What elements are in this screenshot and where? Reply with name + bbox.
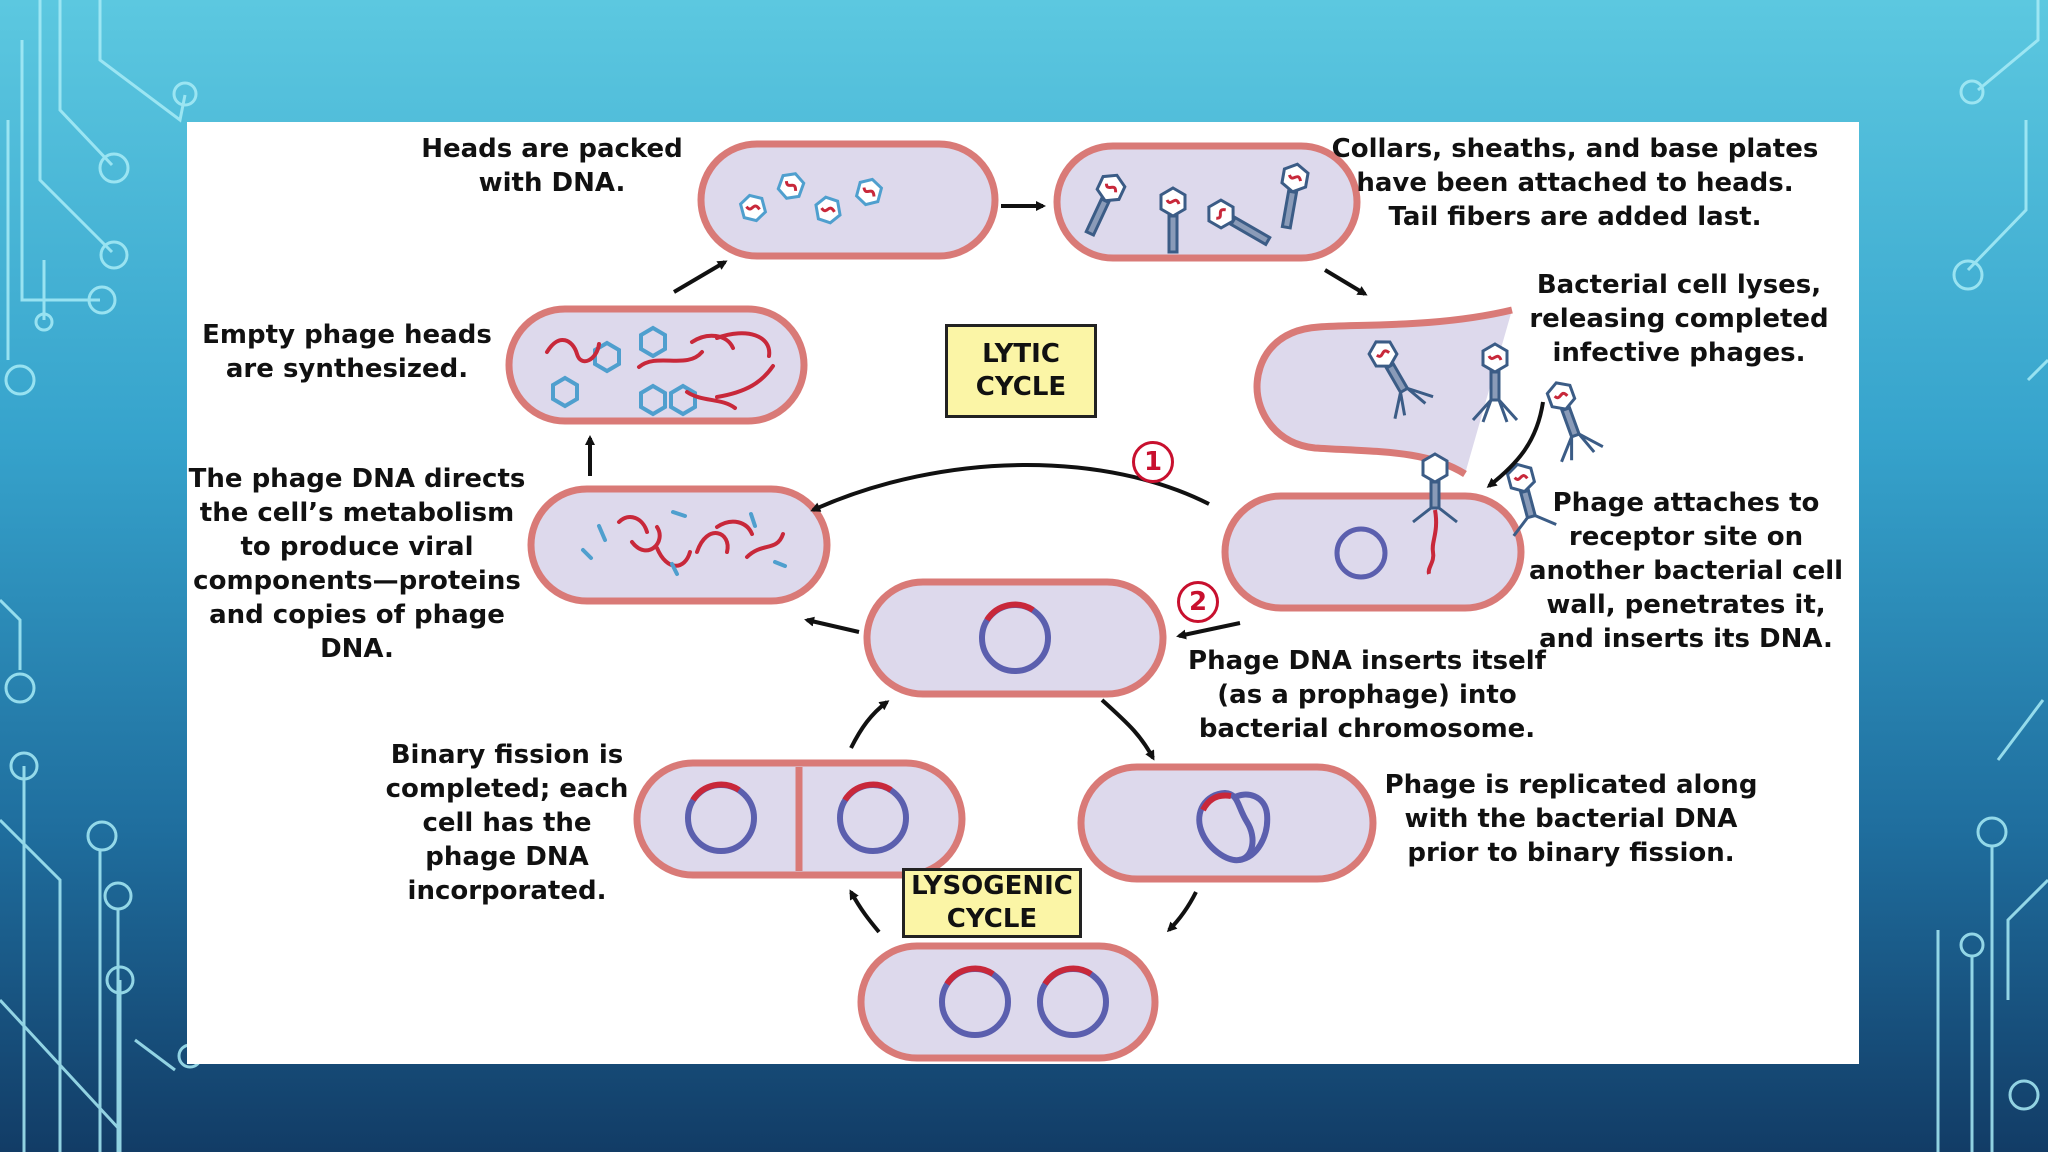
cell-replicated: [1077, 763, 1377, 883]
label-heads-packed: Heads are packed with DNA.: [421, 134, 683, 198]
cycle-arrows: [585, 201, 1545, 934]
circuit-decoration-right: [1936, 0, 2048, 1152]
label-empty-heads: Empty phage heads are synthesized.: [202, 320, 492, 384]
circuit-decoration-left: [0, 0, 200, 1152]
released-phages: [1367, 340, 1604, 463]
bacterial-chromosome-attaches: [1334, 526, 1388, 580]
label-inserts: Phage DNA inserts itself (as a prophage)…: [1188, 646, 1546, 744]
step-number-two: 2: [1177, 581, 1219, 623]
lysogenic-cycle-label: LYSOGENIC CYCLE: [902, 868, 1082, 938]
label-binary-fission: Binary fission is completed; each cell h…: [385, 740, 629, 906]
assembled-phages: [1084, 162, 1310, 254]
step-number-one: 1: [1132, 441, 1174, 483]
cell-attaches: [1221, 492, 1525, 612]
cell-heads-packed: [697, 140, 999, 260]
injected-phage-dna: [1426, 509, 1439, 575]
attaching-phages: [1412, 452, 1557, 537]
label-replicated: Phage is replicated along with the bacte…: [1384, 770, 1758, 868]
label-attaches: Phage attaches to receptor site on anoth…: [1528, 488, 1844, 654]
chromosomes-with-prophage: [685, 601, 1109, 1038]
empty-capsids: [551, 325, 697, 417]
label-directs: The phage DNA directs the cell’s metabol…: [188, 464, 526, 664]
label-collars: Collars, sheaths, and base plates have b…: [1331, 134, 1819, 232]
viral-components: [581, 510, 787, 576]
diagram-panel: 1 2 LYTIC CYCLE LYSOGENIC CYCLE Heads ar…: [187, 122, 1859, 1064]
label-lyses: Bacterial cell lyses, releasing complete…: [1529, 270, 1829, 368]
phage-dna-strands: [545, 331, 775, 410]
cell-directs: [527, 485, 831, 605]
phage-life-cycle-diagram: [505, 140, 1604, 1062]
lytic-cycle-label: LYTIC CYCLE: [945, 324, 1097, 418]
packed-heads: [738, 172, 884, 225]
cell-center: [863, 578, 1167, 698]
cell-lysing: [1253, 306, 1513, 477]
cell-empty-heads: [505, 305, 808, 425]
replicating-chromosome: [1196, 789, 1271, 864]
